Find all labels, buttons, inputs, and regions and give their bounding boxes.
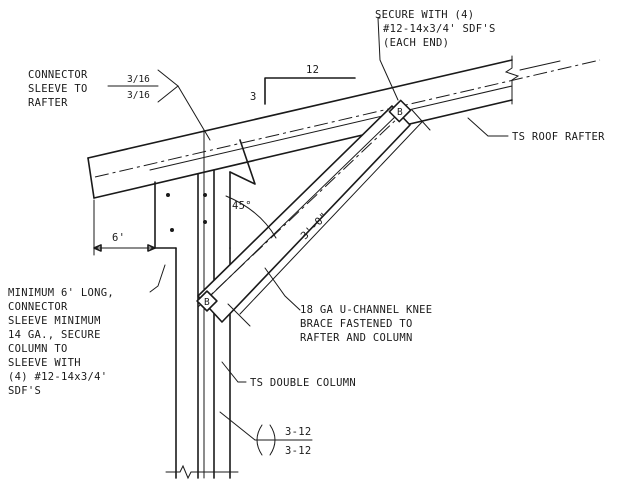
svg-text:TS ROOF RAFTER: TS ROOF RAFTER xyxy=(512,131,605,143)
svg-text:SECURE WITH (4): SECURE WITH (4) xyxy=(375,9,474,21)
svg-text:#12-14x3/4' SDF'S: #12-14x3/4' SDF'S xyxy=(383,23,496,35)
slope-indicator: 12 3 xyxy=(250,64,356,105)
column-weld-symbol: 3-12 3-12 xyxy=(219,411,313,457)
dim-6-label: 6' xyxy=(112,232,125,244)
svg-text:CONNECTOR: CONNECTOR xyxy=(28,69,88,81)
weld-bottom-label: 3/16 xyxy=(127,90,150,101)
svg-text:(EACH END): (EACH END) xyxy=(383,37,449,49)
note-ts-double-column: TS DOUBLE COLUMN xyxy=(221,361,356,389)
svg-text:RAFTER: RAFTER xyxy=(28,97,68,109)
svg-text:COLUMN TO: COLUMN TO xyxy=(8,343,68,355)
svg-text:18 GA U-CHANNEL KNEE: 18 GA U-CHANNEL KNEE xyxy=(300,304,432,316)
slope-rise-label: 3 xyxy=(250,91,257,103)
svg-text:SLEEVE TO: SLEEVE TO xyxy=(28,83,88,95)
svg-text:B: B xyxy=(397,107,403,118)
svg-text:3-12: 3-12 xyxy=(285,445,312,457)
svg-text:B: B xyxy=(204,297,210,308)
angle-label: 45° xyxy=(232,200,252,212)
note-secure-fasteners: SECURE WITH (4) #12-14x3/4' SDF'S (EACH … xyxy=(375,9,496,101)
svg-text:CONNECTOR: CONNECTOR xyxy=(8,301,68,313)
dimension-angle: 45° xyxy=(225,195,277,239)
svg-text:BRACE FASTENED TO: BRACE FASTENED TO xyxy=(300,318,413,330)
svg-text:14 GA., SECURE: 14 GA., SECURE xyxy=(8,329,101,341)
roof-rafter xyxy=(87,55,601,199)
note-ts-roof-rafter: TS ROOF RAFTER xyxy=(467,117,605,143)
svg-text:TS DOUBLE COLUMN: TS DOUBLE COLUMN xyxy=(250,377,356,389)
svg-text:3-12: 3-12 xyxy=(285,426,312,438)
note-connector-sleeve-rafter: CONNECTOR SLEEVE TO RAFTER 3/16 3/16 xyxy=(28,69,211,141)
slope-run-label: 12 xyxy=(306,64,319,76)
svg-text:RAFTER AND COLUMN: RAFTER AND COLUMN xyxy=(300,332,413,344)
note-sleeve-minimum: MINIMUM 6' LONG, CONNECTOR SLEEVE MINIMU… xyxy=(8,264,166,397)
svg-text:MINIMUM 6' LONG,: MINIMUM 6' LONG, xyxy=(8,287,114,299)
svg-text:SLEEVE WITH: SLEEVE WITH xyxy=(8,357,81,369)
weld-top-label: 3/16 xyxy=(127,74,150,85)
note-knee-brace: 18 GA U-CHANNEL KNEE BRACE FASTENED TO R… xyxy=(264,267,432,344)
svg-text:SDF'S: SDF'S xyxy=(8,385,41,397)
dimension-6ft: 6' xyxy=(93,199,156,256)
svg-text:SLEEVE MINIMUM: SLEEVE MINIMUM xyxy=(8,315,101,327)
svg-text:(4) #12-14x3/4': (4) #12-14x3/4' xyxy=(8,371,107,383)
knee-brace: B B xyxy=(196,99,412,323)
